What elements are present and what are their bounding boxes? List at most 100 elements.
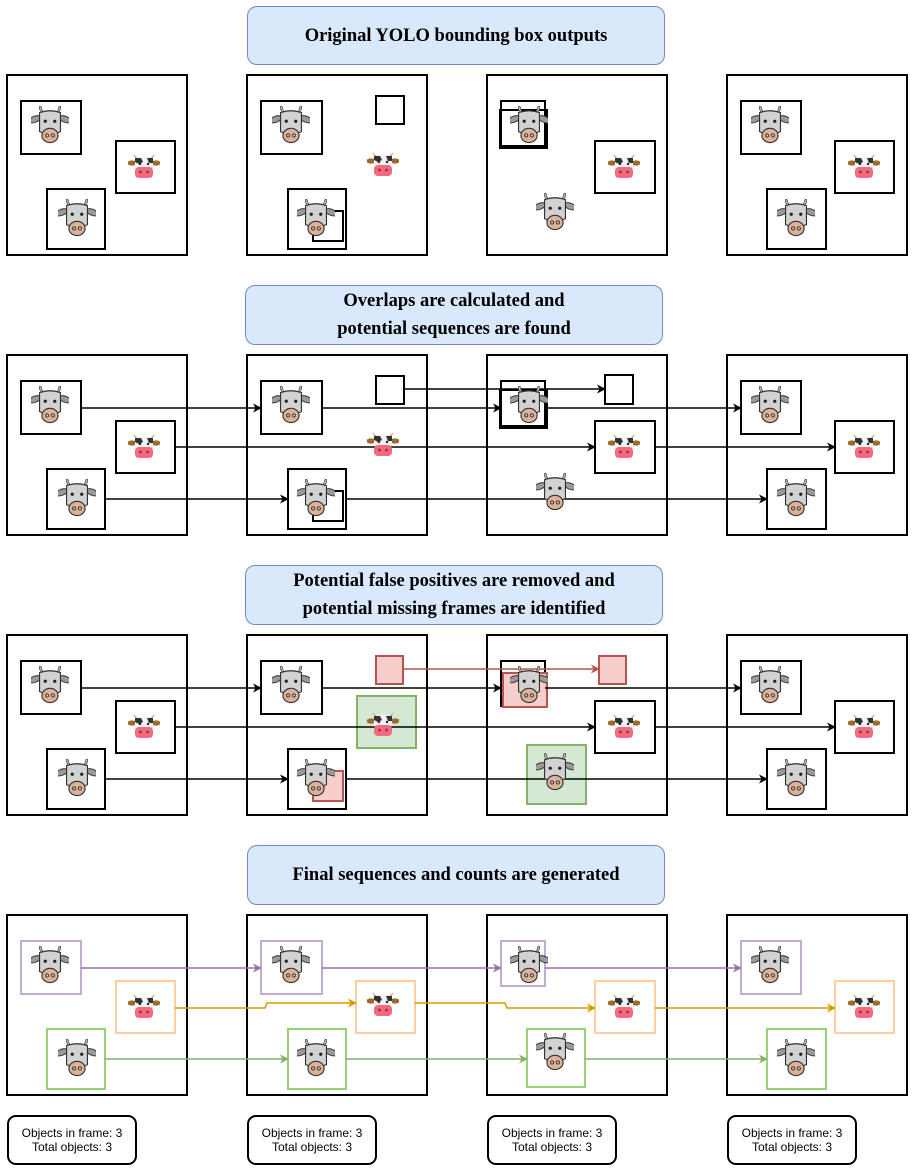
bounding-box xyxy=(594,140,656,194)
cow-emoji-icon xyxy=(848,154,880,178)
false-positive-box xyxy=(375,655,404,685)
video-frame xyxy=(6,914,188,1096)
video-frame xyxy=(246,74,428,256)
false-positive-box xyxy=(598,655,627,685)
cow-emoji-icon xyxy=(128,154,160,178)
video-frame xyxy=(246,914,428,1096)
step-title-line: Final sequences and counts are generated xyxy=(292,865,620,885)
video-frame xyxy=(6,354,188,536)
video-frame xyxy=(486,74,668,256)
cow-face-icon xyxy=(297,1039,335,1077)
cow-emoji-icon xyxy=(848,434,880,458)
cow-emoji-icon xyxy=(848,994,880,1018)
video-frame xyxy=(6,74,188,256)
cow-face-icon xyxy=(272,666,310,704)
false-positive-box xyxy=(375,95,405,125)
cow-face-icon xyxy=(777,199,815,237)
cow-emoji-icon xyxy=(367,992,399,1016)
bounding-box xyxy=(287,188,347,250)
objects-in-frame-label: Objects in frame: 3 xyxy=(501,1126,603,1140)
cow-face-icon xyxy=(31,106,69,144)
bounding-box xyxy=(766,188,827,250)
count-box-frame-1: Objects in frame: 3 Total objects: 3 xyxy=(7,1115,137,1165)
video-frame xyxy=(726,74,908,256)
cow-emoji-icon xyxy=(608,154,640,178)
video-frame xyxy=(726,914,908,1096)
bounding-box xyxy=(740,100,802,155)
cow-face-icon xyxy=(751,666,789,704)
total-objects-label: Total objects: 3 xyxy=(271,1140,353,1154)
cow-emoji-icon xyxy=(608,714,640,738)
count-box-frame-3: Objects in frame: 3 Total objects: 3 xyxy=(487,1115,617,1165)
cow-face-icon xyxy=(536,193,574,231)
sequence-arrow-layer xyxy=(81,384,836,1064)
objects-in-frame-label: Objects in frame: 3 xyxy=(741,1126,843,1140)
bounding-box-layer xyxy=(20,95,895,1090)
bounding-box xyxy=(46,188,106,250)
cow-face-icon xyxy=(536,1033,574,1071)
cow-face-icon xyxy=(31,386,69,424)
sequence-arrow xyxy=(415,1002,596,1013)
video-frame xyxy=(246,634,428,816)
cow-face-icon xyxy=(58,759,96,797)
cow-emoji-icon xyxy=(128,434,160,458)
cow-face-icon xyxy=(751,386,789,424)
video-frame xyxy=(726,354,908,536)
cow-emoji-icon xyxy=(367,152,399,176)
cow-face-icon xyxy=(272,106,310,144)
step-title-line: Overlaps are calculated and xyxy=(343,291,565,311)
video-frame xyxy=(246,354,428,536)
step-title-2: Overlaps are calculated and potential se… xyxy=(245,285,663,345)
step-title-1: Original YOLO bounding box outputs xyxy=(247,6,665,65)
cow-face-icon xyxy=(272,946,310,984)
cow-face-icon xyxy=(58,199,96,237)
cow-emoji-icon xyxy=(367,432,399,456)
bounding-box xyxy=(115,140,176,194)
cow-icon-layer xyxy=(31,106,880,1077)
step-title-line: potential missing frames are identified xyxy=(302,599,606,619)
cow-emoji-icon xyxy=(608,434,640,458)
cow-face-icon xyxy=(777,759,815,797)
cow-emoji-icon xyxy=(608,994,640,1018)
step-title-4: Final sequences and counts are generated xyxy=(247,845,665,905)
cow-face-icon xyxy=(297,479,335,517)
false-positive-box xyxy=(604,374,634,405)
video-frame xyxy=(726,634,908,816)
bounding-box xyxy=(115,980,176,1034)
bounding-box xyxy=(834,140,895,194)
cow-face-icon xyxy=(272,386,310,424)
cow-face-icon xyxy=(777,479,815,517)
cow-face-icon xyxy=(751,106,789,144)
bounding-box xyxy=(20,100,82,155)
step-title-line: Potential false positives are removed an… xyxy=(293,571,615,591)
cow-face-icon xyxy=(58,1039,96,1077)
video-frame xyxy=(486,354,668,536)
objects-in-frame-label: Objects in frame: 3 xyxy=(261,1126,363,1140)
false-positive-box xyxy=(499,109,548,149)
total-objects-label: Total objects: 3 xyxy=(511,1140,593,1154)
step-title-line: potential sequences are found xyxy=(337,319,571,339)
count-box-frame-2: Objects in frame: 3 Total objects: 3 xyxy=(247,1115,377,1165)
cow-face-icon xyxy=(751,946,789,984)
cow-face-icon xyxy=(536,473,574,511)
sequence-arrow xyxy=(175,998,357,1009)
cow-emoji-icon xyxy=(848,714,880,738)
cow-face-icon xyxy=(297,199,335,237)
cow-face-icon xyxy=(58,479,96,517)
video-frame xyxy=(486,914,668,1096)
step-title-3: Potential false positives are removed an… xyxy=(245,565,663,625)
video-frame xyxy=(486,634,668,816)
total-objects-label: Total objects: 3 xyxy=(31,1140,113,1154)
cow-face-icon xyxy=(31,666,69,704)
cow-emoji-icon xyxy=(128,994,160,1018)
frame-layer xyxy=(6,74,908,1096)
bounding-box xyxy=(260,100,323,155)
tracking-diagram xyxy=(6,74,908,1096)
cow-face-icon xyxy=(31,946,69,984)
total-objects-label: Total objects: 3 xyxy=(751,1140,833,1154)
count-box-frame-4: Objects in frame: 3 Total objects: 3 xyxy=(727,1115,857,1165)
cow-emoji-icon xyxy=(128,714,160,738)
false-positive-box xyxy=(375,375,405,405)
video-frame xyxy=(6,634,188,816)
cow-face-icon xyxy=(777,1039,815,1077)
